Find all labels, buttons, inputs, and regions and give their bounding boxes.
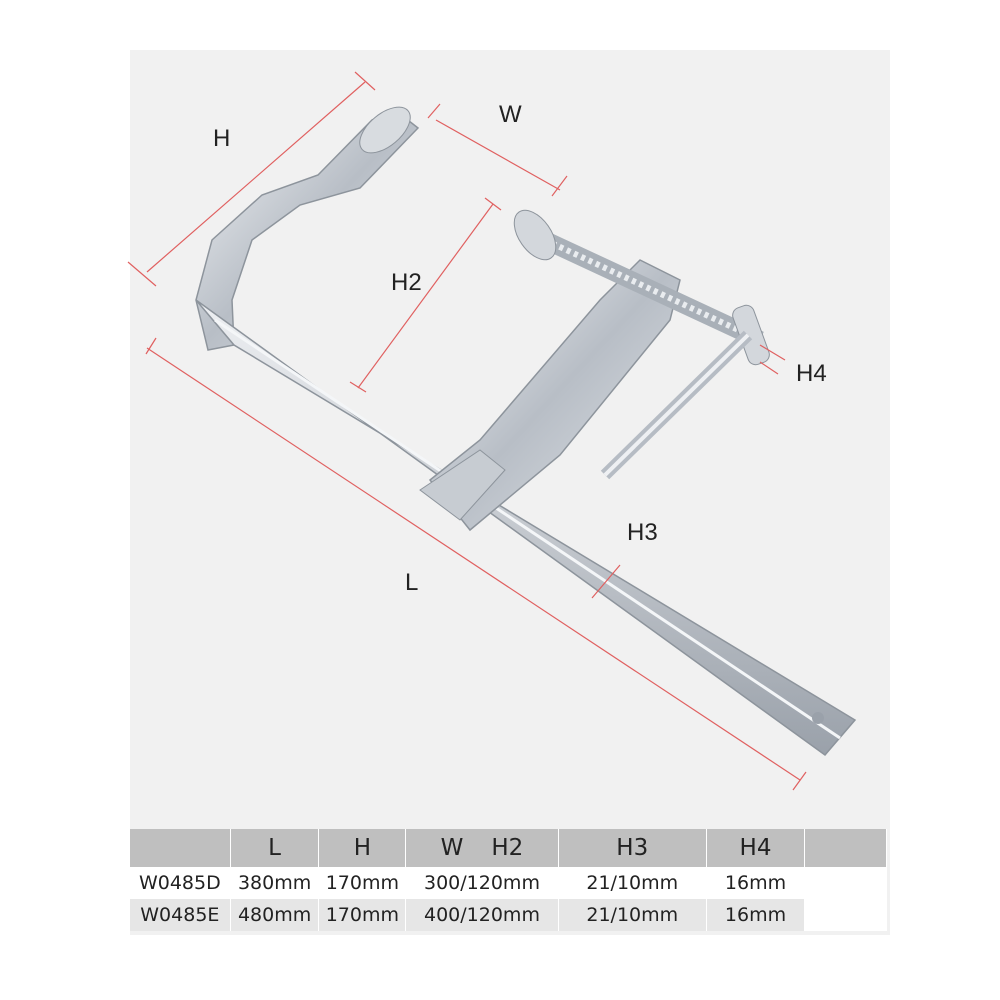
cell-w-h2: 400/120mm [405,899,559,931]
dim-label-h4: H4 [796,360,827,387]
cell-model: W0485E [130,899,231,931]
cell-l: 380mm [230,867,320,899]
header-h2: H2 [491,835,524,861]
dim-label-l: L [405,569,418,596]
header-h: H [318,829,407,867]
table-row: W0485E 480mm 170mm 400/120mm 21/10mm 16m… [130,899,887,931]
dim-label-h: H [213,125,230,152]
cell-h3: 21/10mm [558,899,707,931]
fixed-jaw [195,106,420,351]
cell-h3: 21/10mm [558,867,707,899]
table-header-row: L H W H2 H3 H4 [130,829,887,867]
cell-spacer [804,867,887,899]
cell-h4: 16mm [706,899,806,931]
header-w-h2: W H2 [405,829,559,867]
header-w: W [440,835,464,861]
cell-h4: 16mm [706,867,806,899]
cell-spacer [804,899,887,931]
clamp-screw [513,209,770,480]
main-bar [195,299,857,757]
cell-h: 170mm [318,899,407,931]
dim-label-h3: H3 [627,519,658,546]
header-model [130,829,231,867]
dimension-lines [127,71,807,791]
dim-label-h2: H2 [391,269,422,296]
spec-table: L H W H2 H3 H4 W0485D 380mm 170mm 300/12… [130,829,887,931]
header-spacer [804,829,887,867]
header-l: L [230,829,320,867]
dim-label-w: W [499,101,522,128]
header-h3: H3 [558,829,707,867]
header-h4: H4 [706,829,806,867]
cell-w-h2: 300/120mm [405,867,559,899]
cell-model: W0485D [130,867,231,899]
cell-l: 480mm [230,899,320,931]
cell-h: 170mm [318,867,407,899]
sliding-arm [419,259,681,532]
table-row: W0485D 380mm 170mm 300/120mm 21/10mm 16m… [130,867,887,899]
